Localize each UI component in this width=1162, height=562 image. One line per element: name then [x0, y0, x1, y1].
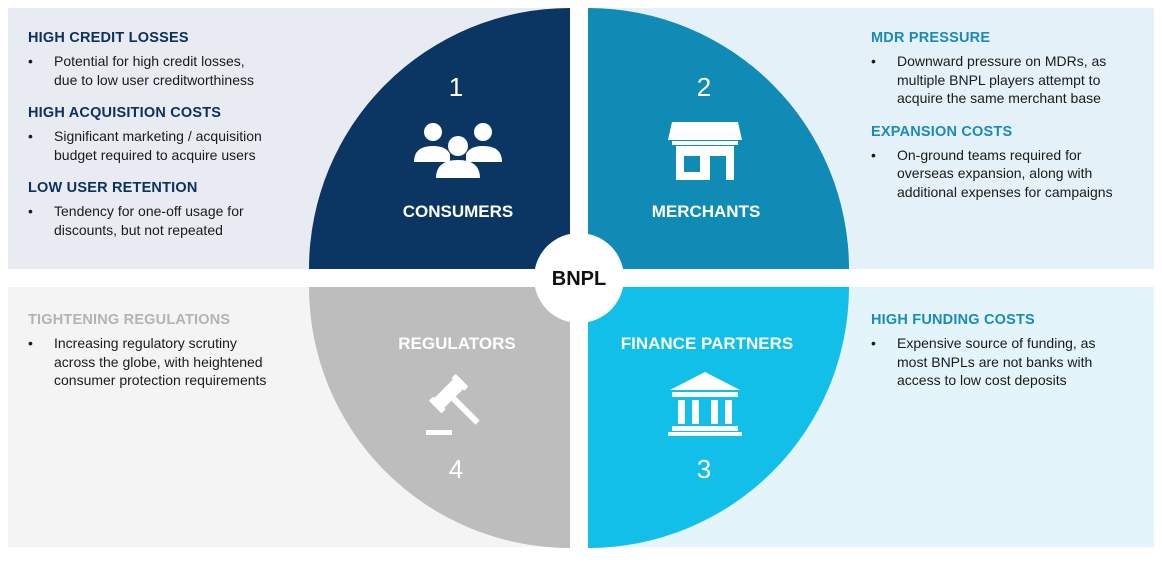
consumers-number: 1	[449, 72, 463, 102]
challenge-bullet: • Tendency for one-off usage for discount…	[28, 202, 308, 239]
challenge-item: TIGHTENING REGULATIONS • Increasing regul…	[28, 312, 308, 390]
challenge-text: Significant marketing / acquisition budg…	[54, 128, 262, 163]
regulators-label: REGULATORS	[398, 334, 515, 353]
regulators-quadrant	[309, 287, 570, 548]
challenge-heading: EXPANSION COSTS	[871, 123, 1013, 140]
challenge-bullet: • Increasing regulatory scrutiny across t…	[28, 334, 308, 390]
bnpl-center-circle	[534, 233, 624, 323]
consumers-challenges: HIGH CREDIT LOSSES • Potential for high c…	[28, 30, 308, 255]
bullet-dot: •	[28, 335, 33, 351]
challenge-heading: TIGHTENING REGULATIONS	[28, 312, 231, 328]
merchants-number: 2	[697, 72, 711, 102]
challenge-item: EXPANSION COSTS • On-ground teams require…	[871, 124, 1151, 202]
challenge-heading: MDR PRESSURE	[871, 30, 991, 46]
challenge-text: Increasing regulatory scrutiny across th…	[54, 335, 267, 388]
finance-partners-challenges: HIGH FUNDING COSTS • Expensive source of …	[871, 312, 1151, 406]
challenge-item: HIGH CREDIT LOSSES • Potential for high c…	[28, 30, 308, 89]
finance-partners-number: 3	[697, 454, 711, 484]
bullet-dot: •	[28, 203, 33, 219]
finance-partners-quadrant	[588, 287, 849, 548]
challenge-bullet: • Expensive source of funding, as most BN…	[871, 334, 1151, 390]
consumers-quadrant	[309, 8, 570, 269]
bullet-dot: •	[28, 128, 33, 144]
bullet-dot: •	[871, 335, 876, 351]
bullet-dot: •	[871, 53, 876, 69]
consumers-label: CONSUMERS	[403, 202, 514, 221]
bullet-dot: •	[871, 146, 876, 163]
challenge-text: Tendency for one-off usage for discounts…	[54, 203, 244, 238]
merchants-label: MERCHANTS	[652, 202, 761, 221]
regulators-challenges: TIGHTENING REGULATIONS • Increasing regul…	[28, 312, 308, 406]
bank-building-icon	[668, 372, 742, 436]
challenge-text: Downward pressure on MDRs, as multiple B…	[897, 53, 1107, 106]
challenge-bullet: • Potential for high credit losses, due t…	[28, 52, 308, 89]
challenge-bullet: • Significant marketing / acquisition bud…	[28, 127, 308, 164]
challenge-text: On-ground teams required for overseas ex…	[897, 146, 1113, 200]
regulators-number: 4	[449, 454, 463, 484]
challenge-heading: LOW USER RETENTION	[28, 180, 198, 196]
bnpl-center-label: BNPL	[552, 268, 606, 290]
challenge-heading: HIGH CREDIT LOSSES	[28, 30, 189, 46]
challenge-heading: HIGH ACQUISITION COSTS	[28, 105, 222, 121]
merchants-challenges: MDR PRESSURE • Downward pressure on MDRs,…	[871, 30, 1151, 217]
challenge-item: MDR PRESSURE • Downward pressure on MDRs,…	[871, 30, 1151, 108]
challenge-item: HIGH FUNDING COSTS • Expensive source of …	[871, 312, 1151, 390]
gavel-icon	[426, 374, 480, 435]
finance-partners-label: FINANCE PARTNERS	[621, 334, 794, 353]
people-group-icon	[414, 123, 502, 178]
challenge-heading: HIGH FUNDING COSTS	[871, 312, 1035, 328]
challenge-text: Expensive source of funding, as most BNP…	[897, 335, 1096, 388]
bullet-dot: •	[28, 53, 33, 69]
challenge-item: LOW USER RETENTION • Tendency for one-off…	[28, 180, 308, 239]
challenge-item: HIGH ACQUISITION COSTS • Significant mark…	[28, 105, 308, 164]
challenge-bullet: • Downward pressure on MDRs, as multiple …	[871, 52, 1151, 108]
storefront-icon	[668, 122, 742, 180]
challenge-text: Potential for high credit losses, due to…	[54, 53, 254, 88]
challenge-bullet: • On-ground teams required for overseas e…	[871, 146, 1151, 202]
